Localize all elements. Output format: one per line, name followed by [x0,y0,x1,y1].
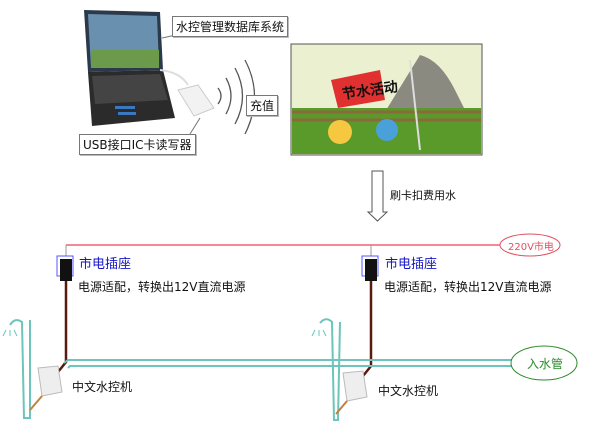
water-controller-icon [29,365,63,411]
socket-label-2: 市电插座 [385,257,438,272]
recharge-label: 充值 [246,95,279,116]
mains-label: 220V市电 [508,242,554,253]
mains-ellipse [499,233,561,257]
card-reader-icon [177,84,215,117]
water-saving-poster [290,43,483,156]
inlet-label: 入水管 [527,357,564,371]
water-pipe [9,318,512,421]
adapter-label-1: 电源适配，转换出12V直流电源 [78,280,246,294]
swipe-label: 刷卡扣费用水 [390,189,456,202]
socket-icon [56,255,74,281]
controller-label-1: 中文水控机 [72,380,133,394]
socket-icon [361,255,379,281]
adapter-label-2: 电源适配，转换出12V直流电源 [384,280,552,294]
socket-label-1: 市电插座 [79,257,132,272]
controller-label-2: 中文水控机 [378,384,439,398]
inlet-ellipse [510,345,578,381]
software-label: 水控管理数据库系统 [172,16,289,37]
water-controller-icon [335,370,368,415]
reader-label: USB接口IC卡读写器 [79,134,196,155]
faucet-icon [2,329,18,337]
down-arrow-icon [366,170,389,222]
faucet-icon [311,329,327,337]
laptop-icon [84,10,175,126]
